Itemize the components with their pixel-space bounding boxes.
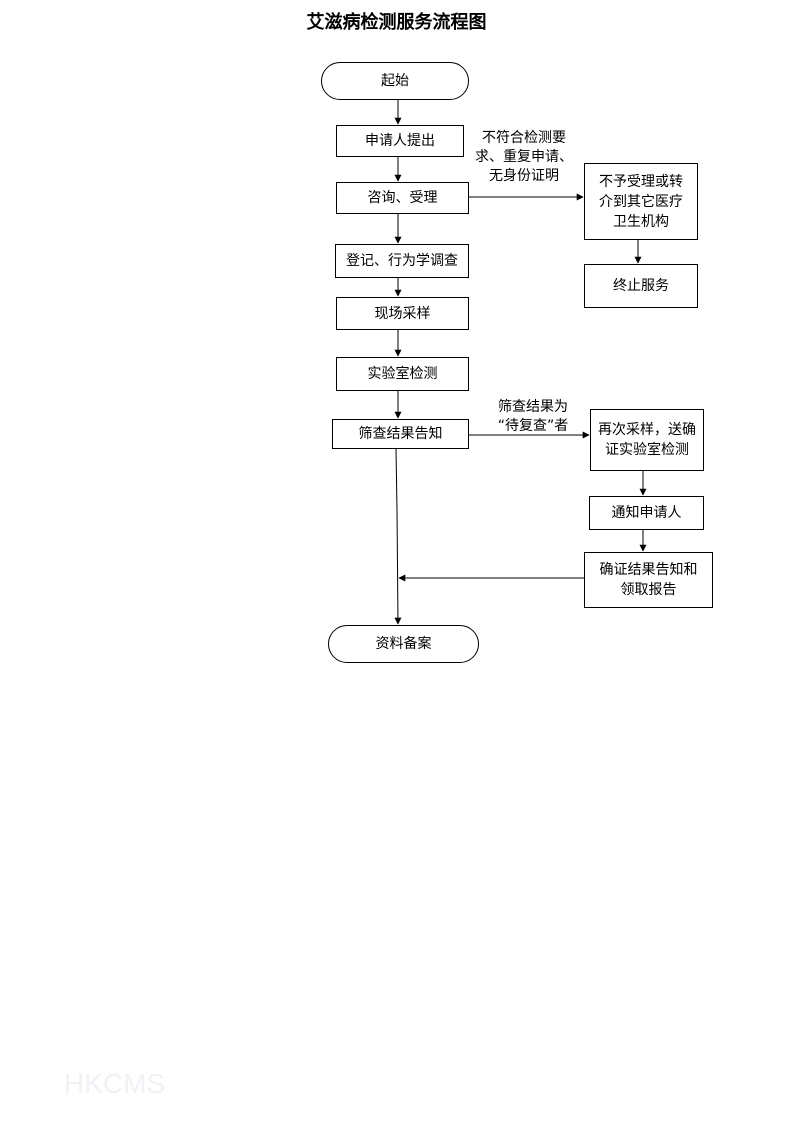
node-resample: 再次采样，送确 证实验室检测 (590, 409, 704, 471)
node-archive: 资料备案 (328, 625, 479, 663)
node-consult: 咨询、受理 (336, 182, 469, 214)
arrow-screen-to-archive (394, 448, 402, 625)
node-apply: 申请人提出 (336, 125, 464, 157)
node-lab-test: 实验室检测 (336, 357, 469, 391)
node-sampling: 现场采样 (336, 297, 469, 330)
watermark: HKCMS (64, 1068, 166, 1099)
page-title: 艾滋病检测服务流程图 (306, 12, 487, 33)
edge-label-reject-condition: 不符合检测要 求、重复申请、 无身份证明 (475, 130, 573, 184)
node-register: 登记、行为学调查 (335, 244, 469, 278)
node-notify-applicant: 通知申请人 (589, 496, 704, 530)
node-terminate: 终止服务 (584, 264, 698, 308)
node-screen-notify: 筛查结果告知 (332, 419, 469, 449)
edge-label-recheck-condition: 筛查结果为 “待复查”者 (497, 399, 569, 434)
node-reject: 不予受理或转 介到其它医疗 卫生机构 (584, 163, 698, 240)
node-confirm-notify: 确证结果告知和 领取报告 (584, 552, 713, 608)
node-start: 起始 (321, 62, 469, 100)
